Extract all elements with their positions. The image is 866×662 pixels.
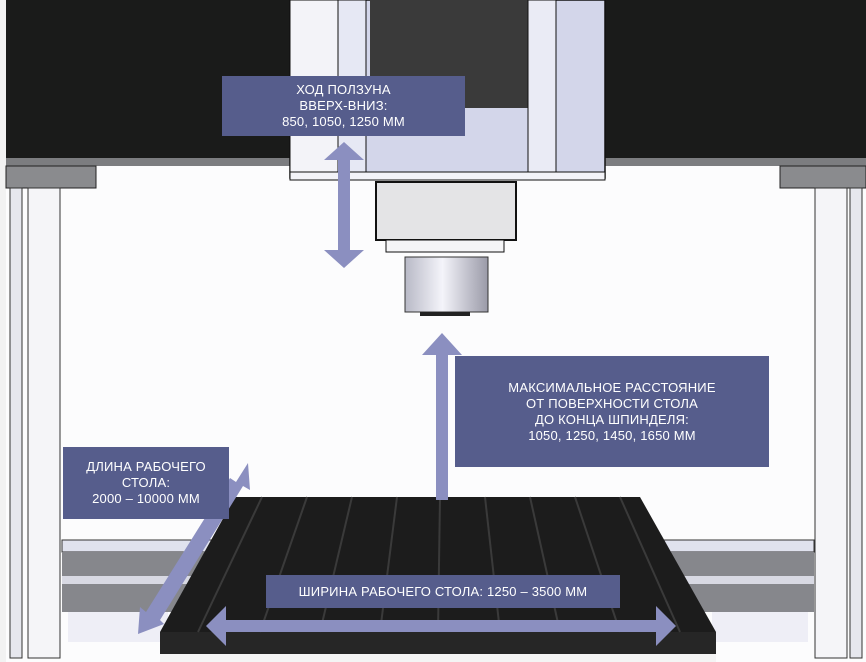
ram-travel-arrow [324,142,364,268]
right-pillar [779,165,866,659]
label-line: 1050, 1250, 1450, 1650 ММ [528,427,696,443]
table-width-arrow [206,606,676,646]
label-line: МАКСИМАЛЬНОЕ РАССТОЯНИЕ [508,379,716,395]
label-line: ДО КОНЦА ШПИНДЕЛЯ: [535,411,689,427]
label-line: ВВЕРХ-ВНИЗ: [299,98,388,113]
label-line: ДЛИНА РАБОЧЕГО [86,459,206,474]
left-pillar [5,165,97,659]
label-line: ХОД ПОЛЗУНА [296,82,391,97]
ram-travel-label: ХОД ПОЛЗУНА ВВЕРХ-ВНИЗ: 850, 1050, 1250 … [222,76,465,136]
label-line: 850, 1050, 1250 ММ [282,114,405,129]
label-line: СТОЛА: [121,475,171,490]
spindle-distance-arrow [422,333,462,500]
spindle-distance-label: МАКСИМАЛЬНОЕ РАССТОЯНИЕ ОТ ПОВЕРХНОСТИ С… [455,356,769,467]
label-line: 2000 – 10000 ММ [92,491,200,506]
table-length-label: ДЛИНА РАБОЧЕГО СТОЛА: 2000 – 10000 ММ [63,447,229,519]
spindle [375,181,517,316]
label-line: ОТ ПОВЕРХНОСТИ СТОЛА [525,395,699,411]
table-width-label: ШИРИНА РАБОЧЕГО СТОЛА: 1250 – 3500 ММ [266,575,620,608]
label-line: ШИРИНА РАБОЧЕГО СТОЛА: 1250 – 3500 ММ [298,583,588,599]
